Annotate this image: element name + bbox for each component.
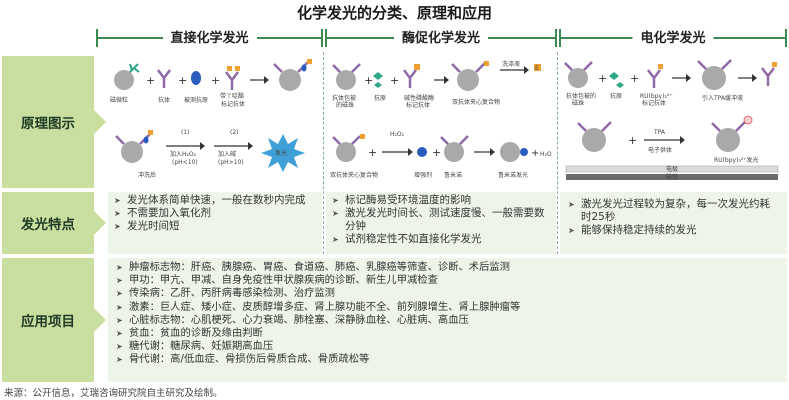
column-header-enzyme: 酶促化学发光 [325, 25, 557, 51]
features-list-enzyme: 标记酶易受环境温度的影响 激光发光时间长、测试速度慢、一般需要数分钟 试剂稳定性… [332, 194, 550, 246]
label-alp-ab-l1: 碱性磷酸酶 [404, 94, 434, 102]
principle-diagram-direct: 磁微粒 + 抗体 + 被测抗原 + 带丫啶酯 标记抗体 冲洗后 (1) 加入H₂… [108, 56, 322, 188]
feature-item: 能够保持稳定持续的发光 [568, 224, 779, 237]
label-analyte: 被测抗原 [184, 96, 208, 104]
features-list-direct: 发光体系简单快速，一般在数秒内完成 不需要加入氧化剂 发光时间短 [114, 194, 316, 233]
row-label-applications: 应用项目 [2, 258, 106, 382]
application-item: 骨代谢：高/低血症、骨损伤后骨质合成、骨质疏松等 [116, 353, 779, 366]
row-label-features: 发光特点 [2, 192, 106, 254]
label-step2: (2) [230, 129, 239, 136]
row-label-features-text: 发光特点 [21, 217, 75, 233]
label-ru-l2: 标记抗体 [642, 99, 666, 107]
label-alp-ab-l2: 标记抗体 [406, 101, 430, 109]
column-header-electro: 电化学发光 [559, 25, 787, 51]
svg-text:+: + [146, 74, 155, 87]
application-item: 肿瘤标志物：肝癌、胰腺癌、胃癌、食道癌、肺癌、乳腺癌等筛查、诊断、术后监测 [116, 261, 779, 274]
svg-text:+: + [368, 146, 377, 159]
label-electro-coated-l2: 磁珠 [572, 99, 584, 107]
label-step1: (1) [181, 129, 190, 136]
label-h2o2: H₂O₂ [390, 131, 405, 138]
application-item: 糖代谢：糖尿病、妊娠期高血压 [116, 340, 779, 353]
applications-panel: 肿瘤标志物：肝癌、胰腺癌、胃癌、食道癌、肺癌、乳腺癌等筛查、诊断、术后监测 甲功… [108, 258, 787, 382]
row-label-principle-text: 原理图示 [21, 116, 75, 132]
label-tpa: 引入TPA缓冲液 [702, 94, 743, 102]
label-magnetic-particle: 磁微粒 [110, 96, 128, 104]
label-ru-l1: RU(bpy)₃²⁺ [640, 93, 672, 100]
label-step2-l2: (pH>10) [218, 159, 244, 166]
svg-text:+: + [364, 74, 373, 87]
label-coated-ab-l2: 的磁珠 [336, 101, 354, 109]
svg-text:+: + [178, 74, 187, 87]
application-item: 贫血：贫血的诊断及缘由判断 [116, 327, 779, 340]
svg-text:+: + [390, 74, 399, 87]
column-header-direct: 直接化学发光 [96, 25, 323, 51]
label-electrode: 电极 [666, 165, 678, 173]
feature-item: 激光发光时间长、测试速度慢、一般需要数分钟 [332, 207, 550, 233]
svg-text:E: E [535, 65, 539, 72]
principle-diagram-electro: 抗体包被的 磁珠 + 抗原 + RU(bpy)₃²⁺ 标记抗体 引入TPA缓冲液… [562, 56, 786, 188]
label-wash-reagent: 洗涤液 [502, 60, 520, 68]
application-item: 甲功：甲亢、甲减、自身免疫性甲状腺疾病的诊断、新生儿甲减检查 [116, 274, 779, 287]
label-tpa2: TPA [653, 129, 666, 136]
features-panel-electro: 激光发光过程较为复杂，每一次发光约耗时25秒 能够保持稳定持续的发光 [560, 192, 787, 254]
column-label-direct: 直接化学发光 [162, 27, 257, 46]
feature-item: 不需要加入氧化剂 [114, 207, 316, 220]
label-acridinium-l1: 带丫啶酯 [220, 92, 244, 100]
label-coated-ab-l1: 抗体包被 [332, 94, 356, 102]
label-acridinium-l2: 标记抗体 [221, 100, 245, 108]
label-luminol-glow: 鲁米诺发光 [498, 171, 528, 179]
label-electro-antigen: 抗原 [610, 92, 622, 100]
feature-item: 发光体系简单快速，一般在数秒内完成 [114, 194, 316, 207]
features-panel-enzyme: 标记酶易受环境温度的影响 激光发光时间长、测试速度慢、一般需要数分钟 试剂稳定性… [326, 192, 556, 254]
features-panel-direct: 发光体系简单快速，一般在数秒内完成 不需要加入氧化剂 发光时间短 [108, 192, 322, 254]
label-glow: 发光 [275, 149, 287, 157]
label-antigen: 抗原 [374, 94, 386, 102]
features-list-electro: 激光发光过程较为复杂，每一次发光约耗时25秒 能够保持稳定持续的发光 [568, 198, 779, 237]
row-label-principle: 原理图示 [2, 56, 106, 188]
feature-item: 标记酶易受环境温度的影响 [332, 194, 550, 207]
label-electro-coated-l1: 抗体包被的 [566, 92, 596, 100]
label-wash: 冲洗后 [138, 171, 156, 179]
application-item: 激素：巨人症、矮小症、皮质醇增多症、肾上腺功能不全、前列腺增生、肾上腺肿瘤等 [116, 301, 779, 314]
label-step2-l1: 加入碱 [218, 150, 236, 158]
label-h2o: H₂O [540, 151, 552, 158]
label-complex2: 双抗体夹心复合物 [330, 171, 378, 179]
column-label-enzyme: 酶促化学发光 [393, 27, 489, 46]
label-step1-l2: (pH<10) [172, 159, 198, 166]
label-complex: 双抗体夹心复合物 [452, 98, 500, 106]
feature-item: 激光发光过程较为复杂，每一次发光约耗时25秒 [568, 198, 779, 224]
label-luminol: 鲁米诺 [444, 171, 462, 179]
label-step1-l1: 加入H₂O₂ [170, 150, 197, 158]
svg-text:+: + [628, 134, 637, 147]
svg-text:+: + [211, 74, 220, 87]
feature-item: 发光时间短 [114, 220, 316, 233]
label-magnet: 磁铁 [666, 173, 678, 181]
label-enhancer: 增强剂 [414, 171, 432, 179]
column-label-electro: 电化学发光 [632, 27, 714, 46]
label-ru-glow: RU(bpy)₃²⁺发光 [714, 156, 758, 164]
svg-text:+: + [531, 148, 539, 159]
svg-text:+: + [432, 146, 441, 159]
svg-text:+: + [598, 72, 607, 85]
application-item: 心脏标志物：心肌梗死、心力衰竭、肺栓塞、深静脉血栓、心脏病、高血压 [116, 314, 779, 327]
feature-item: 试剂稳定性不如直接化学发光 [332, 233, 550, 246]
svg-text:+: + [630, 72, 639, 85]
row-label-applications-text: 应用项目 [21, 314, 75, 330]
application-item: 传染病：乙肝、丙肝病毒感染检测、治疗监测 [116, 287, 779, 300]
label-donor: 电子供体 [648, 146, 672, 154]
source-note: 来源：公开信息，艾瑞咨询研究院自主研究及绘制。 [4, 388, 223, 399]
principle-diagram-enzyme: 抗体包被 的磁珠 + 抗原 + 碱性磷酸酶 标记抗体 双抗体夹心复合物 洗涤液 … [330, 56, 554, 188]
page-title: 化学发光的分类、原理和应用 [296, 4, 492, 22]
label-antibody: 抗体 [158, 96, 170, 104]
applications-list: 肿瘤标志物：肝癌、胰腺癌、胃癌、食道癌、肺癌、乳腺癌等筛查、诊断、术后监测 甲功… [116, 261, 779, 367]
